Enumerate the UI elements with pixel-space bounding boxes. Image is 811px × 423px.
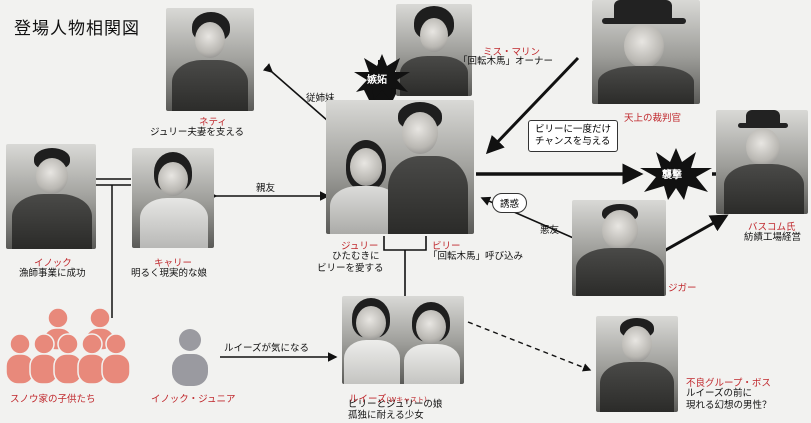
louise-photo	[342, 296, 464, 384]
boss-desc-1: ルイーズの前に	[686, 388, 753, 399]
jealousy-label: 嫉妬	[367, 75, 387, 86]
louise-name-row: ルイーズ(Wキャスト)	[349, 387, 427, 406]
louise-boss-dashed-arrow	[467, 321, 592, 372]
louise-interest-label: ルイーズが気になる	[224, 343, 310, 354]
julie-desc-2: ビリーを愛する	[317, 263, 384, 274]
louise-name: ルイーズ	[349, 394, 387, 405]
louise-desc-2: 孤独に耐える少女	[348, 410, 424, 421]
louise-cast-note: (Wキャスト)	[386, 396, 427, 404]
snow-children-name: スノウ家の子供たち	[10, 394, 96, 405]
bascombe-desc: 紡績工場経営	[744, 232, 802, 243]
billy-name: ビリー	[432, 241, 461, 252]
jealousy-burst	[354, 54, 410, 100]
louise-desc-1: ビリーとジュリーの娘	[348, 399, 443, 410]
chance-box: ビリーに一度だけ チャンスを与える	[528, 120, 619, 152]
nettie-name: ネティ	[199, 117, 227, 128]
marin-photo	[396, 4, 472, 96]
enoch-desc: 漁師事業に成功	[19, 268, 86, 279]
nettie-desc: ジュリー夫妻を支える	[150, 127, 245, 138]
enoch-jr-name: イノック・ジュニア	[151, 394, 236, 405]
bascombe-photo	[716, 110, 808, 214]
boss-desc-2: 現れる幻想の男性？	[686, 400, 772, 411]
temptation-label: 誘惑	[492, 193, 528, 213]
chance-line-2: チャンスを与える	[535, 136, 611, 147]
marin-desc: 「回転木馬」オーナー	[458, 56, 554, 67]
judge-name: 天上の裁判官	[624, 113, 682, 124]
cousin-label: 従姉妹	[306, 93, 335, 104]
julie-billy-photo	[326, 100, 474, 234]
julie-desc-1: ひたむきに	[332, 251, 380, 262]
attack-label: 襲撃	[662, 170, 682, 181]
boss-name: 不良グループ・ボス	[686, 378, 771, 389]
enoch-jr-silhouette	[172, 329, 208, 386]
boss-photo	[596, 316, 678, 412]
chance-line-1: ビリーに一度だけ	[535, 124, 612, 135]
enoch-photo	[6, 144, 96, 249]
marin-name: ミス・マリン	[483, 47, 541, 58]
jigger-name: ジガー	[668, 283, 697, 294]
snow-children-silhouettes	[6, 307, 131, 385]
carrie-name: キャリー	[154, 258, 193, 269]
carrie-photo	[132, 148, 214, 248]
bad-friend-label: 悪友	[540, 225, 560, 236]
judge-chance-arrow	[485, 56, 580, 155]
bascombe-name: バスコム氏	[748, 222, 796, 233]
nettie-photo	[166, 8, 254, 111]
page-title: 登場人物相関図	[14, 19, 140, 39]
couple-bracket	[383, 236, 427, 251]
judge-photo	[592, 0, 700, 104]
jigger-photo	[572, 200, 666, 296]
friend-label: 親友	[256, 183, 276, 194]
billy-desc: 「回転木馬」呼び込み	[428, 251, 524, 262]
enoch-name: イノック	[34, 258, 72, 269]
julie-name: ジュリー	[341, 241, 379, 252]
carrie-desc: 明るく現実的な娘	[131, 268, 208, 279]
attack-burst	[640, 148, 712, 200]
